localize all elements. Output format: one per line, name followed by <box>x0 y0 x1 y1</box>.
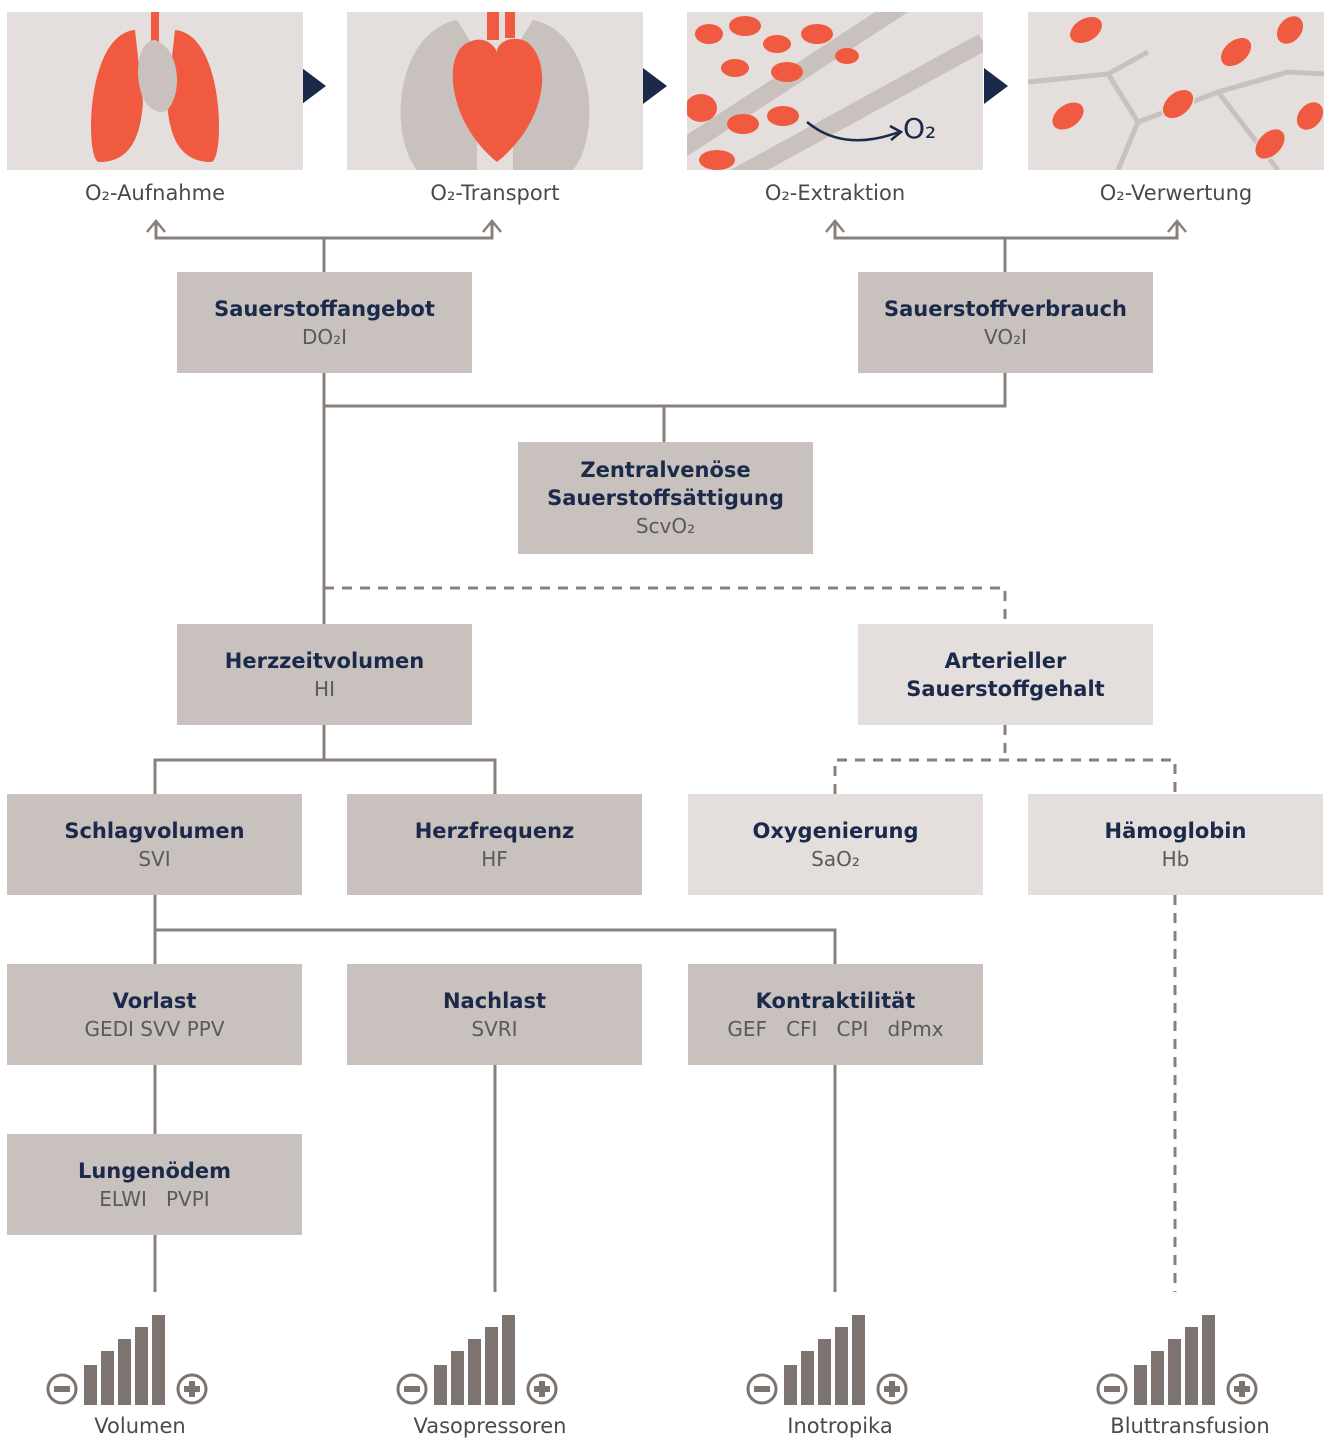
box-herzzeitvolumen: Herzzeitvolumen HI <box>177 624 472 725</box>
box-subtitle: GEF CFI CPI dPmx <box>727 1016 944 1041</box>
level-bars-icon <box>46 1315 208 1405</box>
level-bar <box>1134 1365 1147 1405</box>
level-bar <box>801 1351 814 1405</box>
box-subtitle: ScvO₂ <box>635 514 696 538</box>
level-bar <box>1151 1351 1164 1405</box>
o2-overlay-label: O₂ <box>903 112 936 145</box>
level-bar <box>835 1327 848 1405</box>
box-subtitle: Hb <box>1161 846 1190 871</box>
level-bar <box>451 1351 464 1405</box>
box-sauerstoffverbrauch: Sauerstoffverbrauch VO₂I <box>858 272 1153 373</box>
level-bar <box>1185 1327 1198 1405</box>
box-title: Herzzeitvolumen <box>224 648 425 673</box>
box-sauerstoffangebot: Sauerstoffangebot DO₂I <box>177 272 472 373</box>
level-bar <box>118 1339 131 1405</box>
therapy-label: Inotropika <box>787 1414 893 1438</box>
box-haemoglobin: Hämoglobin Hb <box>1028 794 1323 895</box>
stage-label-transport: O₂-Transport <box>430 181 560 205</box>
box-herzfrequenz: Herzfrequenz HF <box>347 794 642 895</box>
minus-icon[interactable] <box>396 1373 428 1405</box>
level-bar <box>1168 1339 1181 1405</box>
box-title: Sauerstoffverbrauch <box>883 296 1128 321</box>
box-lungenoedem: Lungenödem ELWI PVPI <box>7 1134 302 1235</box>
level-bar <box>1202 1315 1215 1405</box>
plus-icon[interactable] <box>176 1373 208 1405</box>
stage-label-aufnahme: O₂-Aufnahme <box>85 181 225 205</box>
lungs-heart-icon <box>7 12 303 170</box>
box-title: Nachlast <box>442 988 547 1013</box>
therapy-label: Bluttransfusion <box>1110 1414 1270 1438</box>
box-title-line2: Sauerstoffgehalt <box>906 676 1105 701</box>
box-subtitle: HF <box>481 846 508 871</box>
box-title: Lungenödem <box>77 1158 232 1183</box>
box-kontraktilitaet: Kontraktilität GEF CFI CPI dPmx <box>688 964 983 1065</box>
box-title: Kontraktilität <box>755 988 916 1013</box>
box-subtitle: DO₂I <box>301 324 348 349</box>
level-bars-icon <box>746 1315 908 1405</box>
therapy-label: Vasopressoren <box>413 1414 567 1438</box>
box-nachlast: Nachlast SVRI <box>347 964 642 1065</box>
box-title-line1: Zentralvenöse <box>580 458 751 482</box>
box-subtitle: VO₂I <box>984 324 1027 349</box>
level-bar <box>852 1315 865 1405</box>
box-title: Herzfrequenz <box>414 818 575 843</box>
level-bar <box>434 1365 447 1405</box>
box-subtitle: HI <box>314 676 335 701</box>
box-title: Vorlast <box>112 988 197 1013</box>
level-bar <box>502 1315 515 1405</box>
mitochondria-icon <box>1028 12 1324 170</box>
box-subtitle: SVI <box>138 846 171 871</box>
plus-icon[interactable] <box>526 1373 558 1405</box>
level-bar <box>468 1339 481 1405</box>
box-title: Oxygenierung <box>752 818 919 843</box>
heart-icon <box>347 12 643 170</box>
minus-icon[interactable] <box>1096 1373 1128 1405</box>
level-bars-icon <box>1096 1315 1258 1405</box>
minus-icon[interactable] <box>46 1373 78 1405</box>
plus-icon[interactable] <box>1226 1373 1258 1405</box>
box-scvo2: Zentralvenöse Sauerstoffsättigung ScvO₂ <box>518 442 813 554</box>
box-oxygenierung: Oxygenierung SaO₂ <box>688 794 983 895</box>
box-subtitle: ELWI PVPI <box>99 1186 210 1211</box>
level-bar <box>135 1327 148 1405</box>
box-subtitle: GEDI SVV PPV <box>84 1016 225 1041</box>
box-vorlast: Vorlast GEDI SVV PPV <box>7 964 302 1065</box>
level-bar <box>485 1327 498 1405</box>
stage-label-extraktion: O₂-Extraktion <box>764 181 906 205</box>
box-title-line1: Arterieller <box>944 648 1067 673</box>
box-subtitle: SVRI <box>471 1016 518 1041</box>
box-subtitle: SaO₂ <box>811 846 860 871</box>
box-title: Sauerstoffangebot <box>214 296 435 321</box>
level-bar <box>84 1365 97 1405</box>
level-bars-icon <box>396 1315 558 1405</box>
level-bar <box>101 1351 114 1405</box>
box-title: Hämoglobin <box>1104 818 1247 843</box>
box-title: Schlagvolumen <box>64 818 245 843</box>
minus-icon[interactable] <box>746 1373 778 1405</box>
level-bar <box>152 1315 165 1405</box>
box-arterieller-sauerstoffgehalt: Arterieller Sauerstoffgehalt <box>858 624 1153 725</box>
stage-label-verwertung: O₂-Verwertung <box>1099 181 1253 205</box>
plus-icon[interactable] <box>876 1373 908 1405</box>
box-schlagvolumen: Schlagvolumen SVI <box>7 794 302 895</box>
level-bar <box>784 1365 797 1405</box>
box-title-line2: Sauerstoffsättigung <box>547 486 784 510</box>
level-bar <box>818 1339 831 1405</box>
blood-cells-icon: O₂ <box>687 12 983 170</box>
therapy-label: Volumen <box>94 1414 186 1438</box>
